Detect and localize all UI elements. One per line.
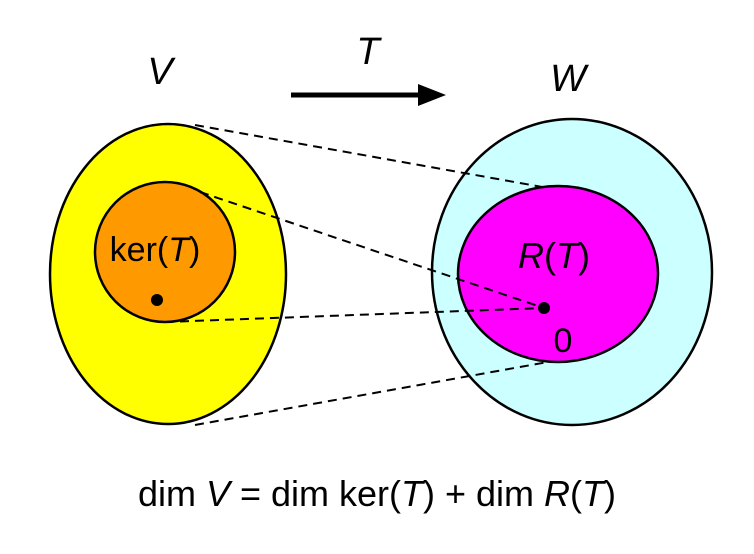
label-w: W bbox=[550, 58, 589, 100]
label-kernel: ker(T) bbox=[110, 231, 201, 269]
range-ellipse bbox=[456, 184, 660, 364]
label-v: V bbox=[147, 51, 176, 93]
label-t: T bbox=[356, 31, 382, 73]
mapping-lines bbox=[164, 124, 549, 426]
label-zero: 0 bbox=[554, 322, 573, 360]
arrow-head-icon bbox=[418, 84, 446, 106]
map-arrow bbox=[291, 84, 446, 106]
rank-nullity-formula: dim V = dim ker(T) + dim R(T) bbox=[138, 473, 616, 514]
dashed-line-kernel-bottom bbox=[164, 307, 545, 323]
label-range: R(T) bbox=[518, 235, 590, 276]
dashed-line-kernel-top bbox=[199, 191, 545, 309]
kernel-point bbox=[151, 294, 163, 306]
zero-point bbox=[538, 302, 550, 314]
